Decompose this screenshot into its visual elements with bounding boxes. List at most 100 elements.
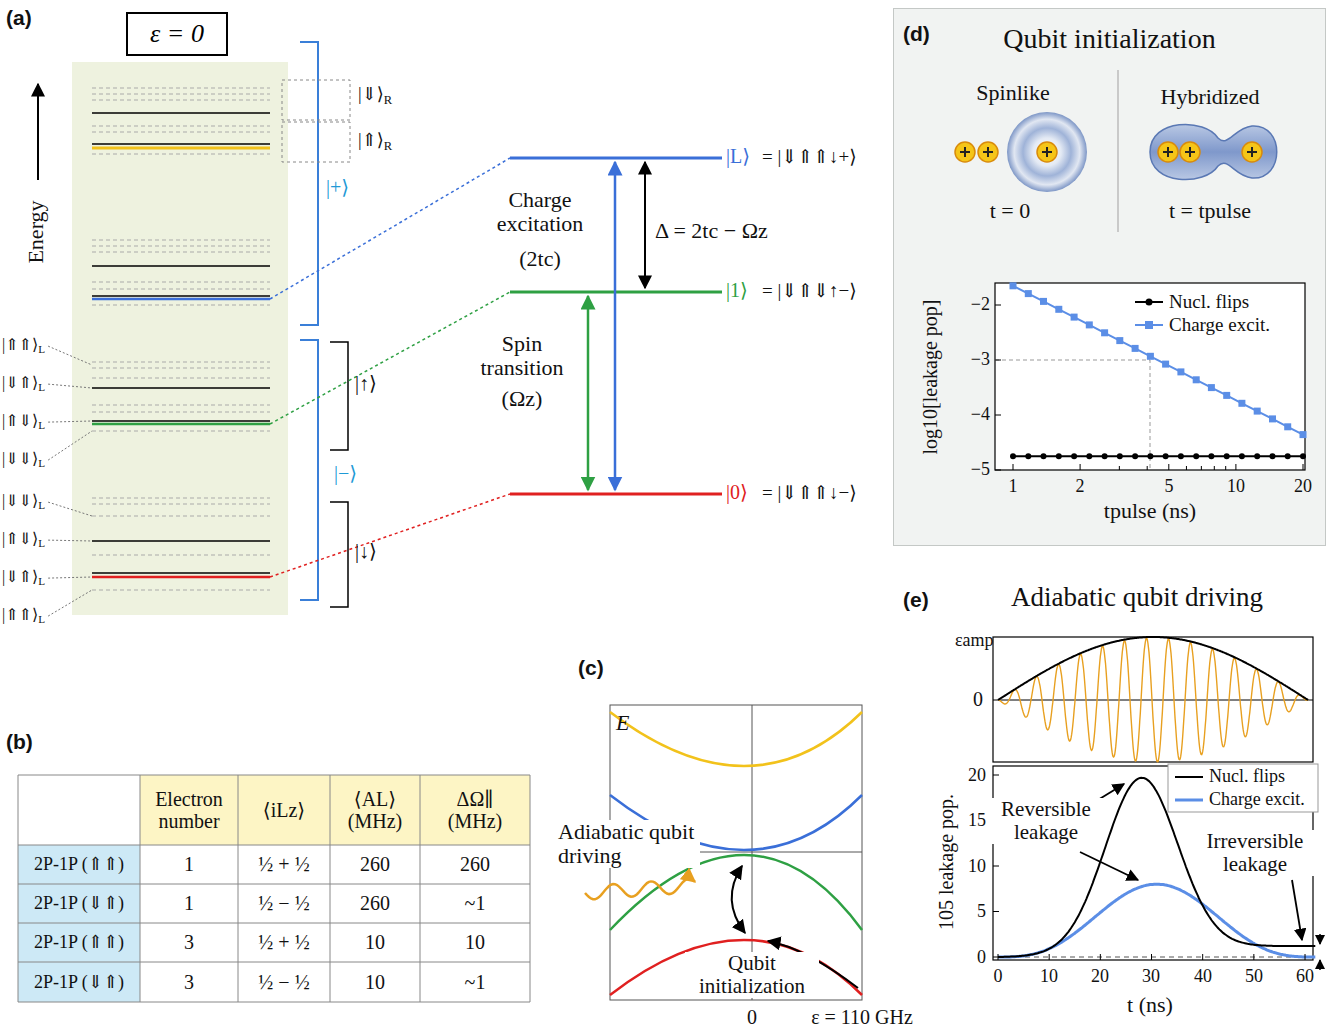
table-cell: ½ − ½ xyxy=(258,971,309,994)
panel-a-art-part xyxy=(330,502,348,607)
figure-label: (d) xyxy=(903,22,930,46)
axis-tick xyxy=(993,866,999,867)
ket-subscript: L xyxy=(38,343,45,355)
ket-subscript: L xyxy=(38,575,45,587)
box-text: ε = 0 xyxy=(150,19,204,49)
table-cell: ½ − ½ xyxy=(258,892,309,915)
table-cell: 260 xyxy=(360,853,390,876)
energy-level xyxy=(92,554,270,555)
energy-level xyxy=(92,143,270,145)
energy-level xyxy=(92,87,270,88)
figure-label: −2 xyxy=(971,294,990,315)
figure-label: ε = 110 GHz xyxy=(811,1006,913,1029)
figure-label: |L⟩ xyxy=(726,145,750,168)
energy-level xyxy=(92,298,270,301)
energy-level xyxy=(92,93,270,94)
data-marker xyxy=(1254,453,1260,459)
figure-label: |⇓⇓⟩L xyxy=(2,492,45,512)
panel-d-art-part xyxy=(1117,70,1119,232)
charge-symbol xyxy=(978,142,998,162)
table-cell: 2P-1P (⇓⇑) xyxy=(34,972,124,993)
panel-a-art xyxy=(38,42,722,615)
data-marker xyxy=(1178,453,1184,459)
figure-label: ⟨AL⟩ (MHz) xyxy=(333,788,417,832)
figure-label: Qubit initialization xyxy=(685,952,819,998)
figure-label: t (ns) xyxy=(1127,992,1173,1017)
axis-tick xyxy=(995,470,1001,471)
data-marker xyxy=(1025,290,1032,297)
energy-level xyxy=(92,153,270,154)
figure-label: 10 xyxy=(1040,966,1058,987)
panel-e-art-part xyxy=(1080,852,1138,880)
panel-e-art-part xyxy=(1319,934,1321,944)
figure-label: εamp xyxy=(955,630,994,651)
ket-subscript: L xyxy=(38,499,45,511)
data-marker xyxy=(1147,353,1154,360)
figure-label: (2tc) xyxy=(519,246,561,271)
axis-tick xyxy=(1305,954,1306,960)
data-marker xyxy=(1208,384,1215,391)
panel-e-art-part xyxy=(998,957,1308,958)
legend-sample xyxy=(1175,799,1203,802)
table-cell: ½ + ½ xyxy=(258,931,309,954)
data-marker xyxy=(1116,337,1123,344)
data-marker xyxy=(1056,453,1062,459)
panel-frame: Qubit initialization xyxy=(893,8,1326,546)
panel-a-art-part xyxy=(282,80,350,120)
ket-subscript: L xyxy=(38,537,45,549)
energy-level xyxy=(92,420,270,422)
axis-tick xyxy=(1235,464,1236,470)
charge-symbol xyxy=(1247,147,1257,157)
data-marker xyxy=(1284,423,1291,430)
data-marker xyxy=(1010,453,1016,459)
ket-subscript: L xyxy=(38,457,45,469)
data-marker xyxy=(1239,453,1245,459)
energy-level xyxy=(92,112,270,114)
energy-level xyxy=(92,245,270,246)
table-cell: 1 xyxy=(184,853,194,876)
figure-label: Reversible leakage xyxy=(989,798,1103,844)
figure-label: 0 xyxy=(747,1006,757,1029)
figure-label: |⇑⇑⟩L xyxy=(2,606,45,626)
data-marker xyxy=(1086,321,1093,328)
panel-a-art-part xyxy=(510,157,722,160)
axis-tick xyxy=(1201,466,1202,470)
energy-level xyxy=(92,423,270,426)
data-marker xyxy=(1040,298,1047,305)
data-marker xyxy=(1177,368,1184,375)
charge-symbol xyxy=(1242,142,1262,162)
drive-envelope xyxy=(998,637,1308,700)
leader-line xyxy=(48,431,92,460)
energy-level xyxy=(92,404,270,405)
figure-label: Adiabatic qubit driving xyxy=(1011,582,1263,613)
leader-line xyxy=(48,577,92,578)
figure-label: 0 xyxy=(977,947,986,968)
figure-label: 0 xyxy=(994,966,1003,987)
figure-label: |1⟩ xyxy=(726,279,748,302)
figure-label: t = 0 xyxy=(990,198,1031,223)
axis-tick xyxy=(993,957,999,958)
figure-label: 20 xyxy=(1294,476,1312,497)
charge-symbol xyxy=(960,147,970,157)
leader-line xyxy=(48,421,92,422)
charge-symbol xyxy=(1163,147,1173,157)
figure-label: 2 xyxy=(1076,476,1085,497)
figure-label: t = tpulse xyxy=(1169,198,1251,223)
figure-label: 0 xyxy=(973,688,983,711)
charge-symbol xyxy=(1185,147,1195,157)
energy-level xyxy=(92,411,270,412)
panel-a-art-part xyxy=(330,342,348,450)
charge-symbol xyxy=(1037,142,1057,162)
figure-label: |⇑⇑⟩L xyxy=(2,336,45,356)
panel-a-art-part xyxy=(510,493,722,496)
ket-subscript: R xyxy=(384,93,392,107)
data-marker xyxy=(1193,453,1199,459)
figure-label: E xyxy=(616,710,629,735)
data-marker xyxy=(1285,453,1291,459)
data-marker xyxy=(1071,453,1077,459)
figure-label: Hybridized xyxy=(1161,84,1260,109)
figure-label: −3 xyxy=(971,349,990,370)
data-marker xyxy=(1162,361,1169,368)
energy-level xyxy=(92,377,270,378)
